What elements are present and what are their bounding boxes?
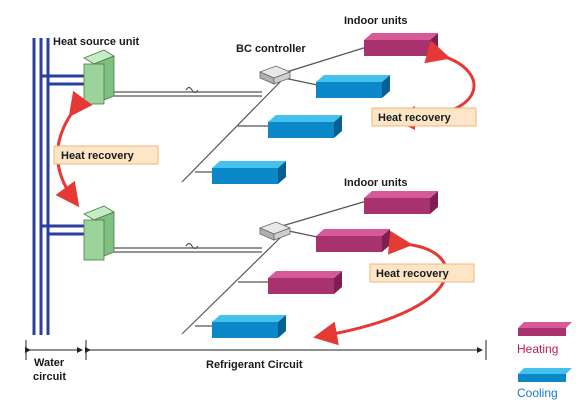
svg-text:Heat recovery: Heat recovery bbox=[376, 268, 450, 280]
legend-cooling-swatch bbox=[518, 368, 572, 382]
bc-controller-bottom bbox=[258, 221, 292, 241]
indoor-unit-cooling bbox=[212, 315, 286, 338]
indoor-unit-heating bbox=[364, 191, 438, 214]
heat-recovery-label-top: Heat recovery bbox=[371, 107, 477, 127]
legend-heating-label: Heating bbox=[517, 342, 558, 356]
heat-recovery-label-bottom: Heat recovery bbox=[369, 263, 475, 283]
indoor-unit-heating bbox=[268, 271, 342, 294]
heat-recovery-arrow-bottom bbox=[313, 230, 448, 346]
water-circuit-pipes bbox=[32, 38, 84, 335]
indoor-unit-heating bbox=[364, 33, 438, 56]
indoor-unit-heating bbox=[316, 229, 390, 252]
indoor-unit-cooling bbox=[316, 75, 390, 98]
heat-source-unit-label: Heat source unit bbox=[53, 36, 140, 48]
bc-controller-label: BC controller bbox=[236, 43, 306, 55]
legend-cooling-label: Cooling bbox=[517, 386, 558, 400]
water-circuit-label-line1: Water bbox=[34, 357, 65, 369]
indoor-unit-cooling bbox=[268, 115, 342, 138]
indoor-units-top-label: Indoor units bbox=[344, 15, 408, 27]
svg-text:Heat recovery: Heat recovery bbox=[61, 150, 135, 162]
dimension-lines bbox=[25, 340, 487, 360]
water-circuit-label-line2: circuit bbox=[33, 371, 66, 383]
bc-controller-top bbox=[258, 65, 292, 85]
heat-source-unit-top bbox=[83, 49, 115, 105]
heat-recovery-label-left: Heat recovery bbox=[53, 145, 159, 165]
svg-text:Heat recovery: Heat recovery bbox=[378, 112, 452, 124]
legend-heating-swatch bbox=[518, 322, 572, 336]
refrigerant-circuit-label: Refrigerant Circuit bbox=[206, 359, 303, 371]
heat-source-unit-bottom bbox=[83, 205, 115, 261]
refrigerant-pipes bbox=[114, 45, 371, 335]
indoor-unit-cooling bbox=[212, 161, 286, 184]
indoor-units-bottom-label: Indoor units bbox=[344, 177, 408, 189]
